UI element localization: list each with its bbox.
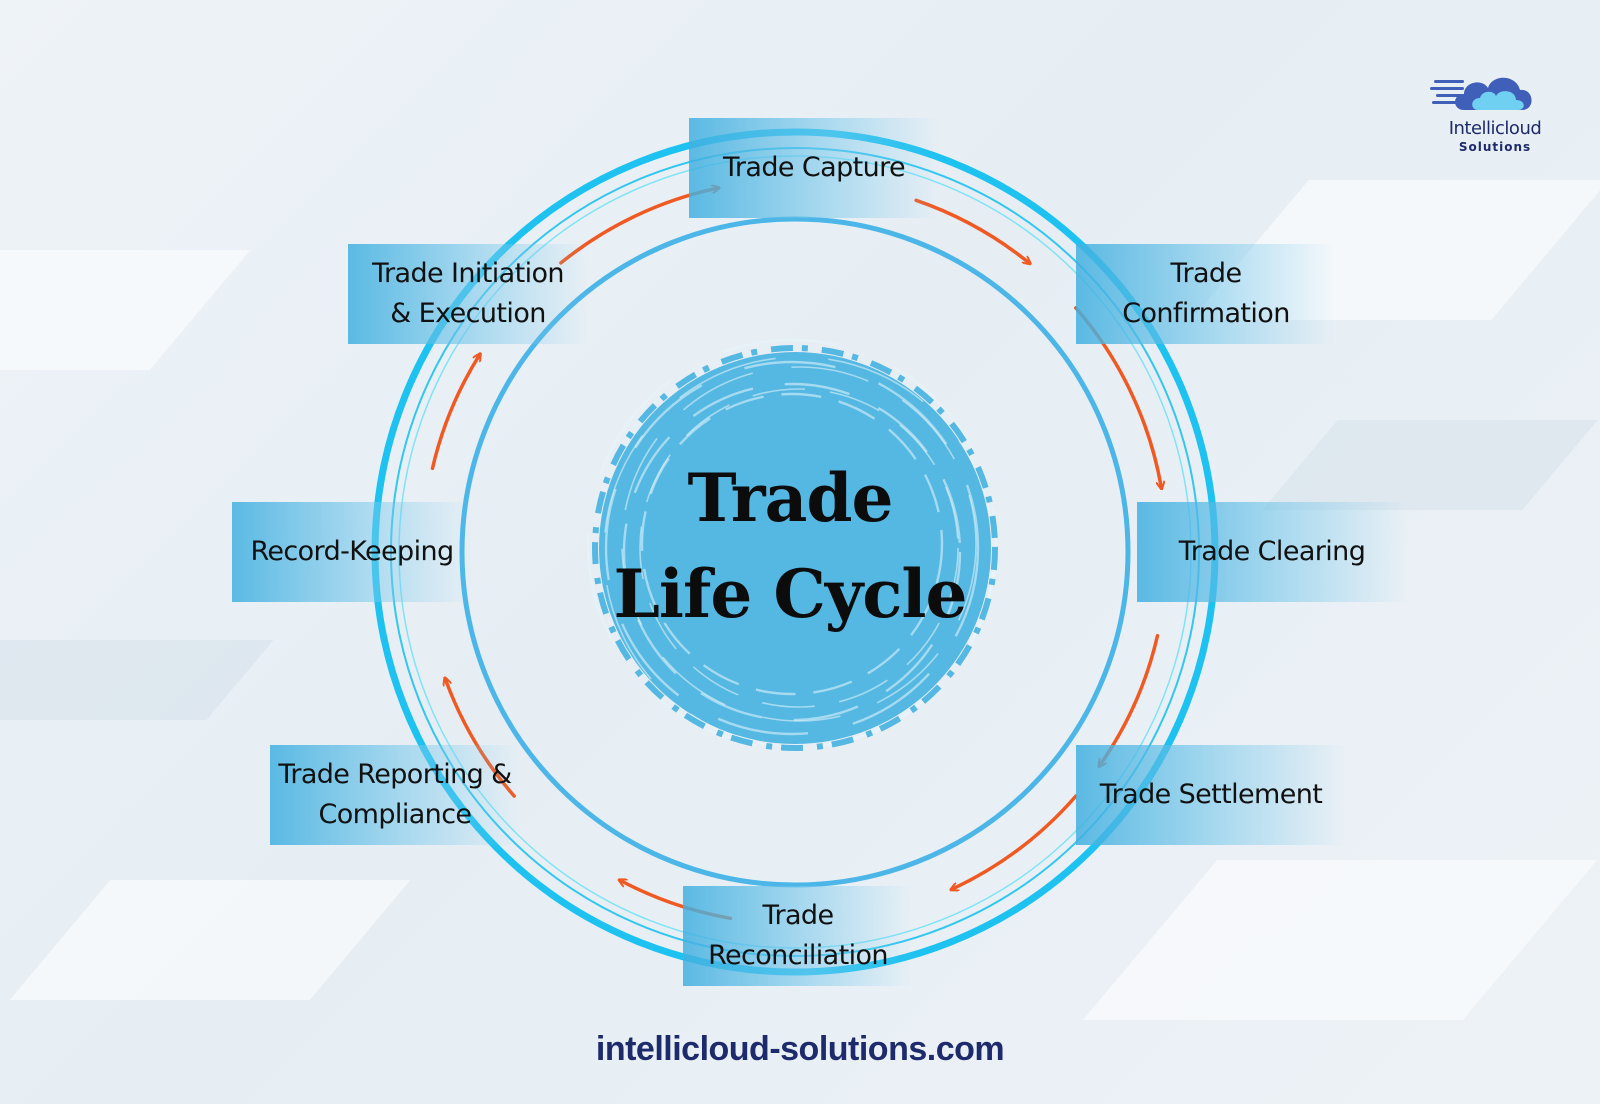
logo-subtitle: Solutions (1458, 140, 1532, 154)
logo-name: Intellicloud (1448, 118, 1542, 139)
cloud-icon (1430, 77, 1532, 110)
stage-label: Trade Initiation & Execution (372, 258, 564, 329)
brush-stroke (639, 388, 959, 708)
website-url[interactable]: intellicloud-solutions.com (595, 1030, 1005, 1068)
center-disc (586, 338, 998, 751)
stage-label: Trade Settlement (1099, 779, 1323, 810)
brush-stroke (622, 382, 962, 722)
center-title-line1: Trade (687, 459, 894, 537)
center-title: Trade Life Cycle (590, 450, 990, 642)
stage-record-keeping: Record-Keeping (232, 502, 472, 602)
brush-stroke (604, 360, 980, 736)
stage-trade-confirmation: Trade Confirmation (1076, 244, 1336, 344)
cycle-arrow-7 (430, 355, 480, 471)
center-circle (599, 352, 991, 744)
stage-trade-clearing: Trade Clearing (1137, 502, 1407, 602)
stage-label: Trade Confirmation (1122, 258, 1290, 329)
stage-label: Record-Keeping (250, 536, 454, 567)
center-title-line2: Life Cycle (613, 555, 968, 633)
cycle-arrow-4 (952, 794, 1078, 889)
brush-stroke (640, 392, 944, 696)
stage-label: Trade Reconciliation (708, 900, 888, 971)
stage-label: Trade Clearing (1178, 536, 1366, 567)
stage-trade-reconciliation: Trade Reconciliation (683, 886, 913, 986)
stage-trade-initiation-execution: Trade Initiation & Execution (348, 244, 588, 344)
stage-label: Trade Capture (722, 152, 906, 183)
brush-edge (592, 345, 998, 751)
stage-trade-settlement: Trade Settlement (1076, 745, 1346, 845)
stage-label: Trade Reporting & Compliance (278, 759, 512, 830)
brush-stroke (586, 338, 998, 750)
stage-trade-capture: Trade Capture (689, 118, 939, 218)
stage-trade-reporting-compliance: Trade Reporting & Compliance (270, 745, 520, 845)
brush-stroke (621, 366, 977, 722)
company-logo: Intellicloud Solutions (1430, 66, 1560, 166)
